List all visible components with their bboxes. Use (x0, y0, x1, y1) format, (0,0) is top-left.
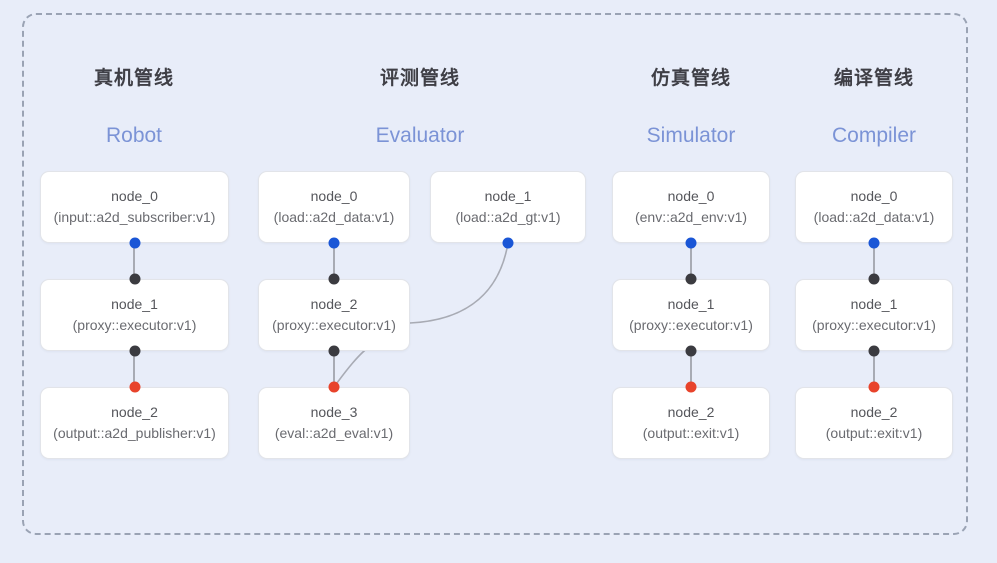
node-spec: (load::a2d_data:v1) (813, 208, 935, 225)
node-name: node_2 (667, 404, 715, 421)
edge-line (690, 243, 692, 279)
node-box[interactable]: node_2(proxy::executor:v1) (258, 279, 410, 351)
node-spec: (output::a2d_publisher:v1) (53, 424, 216, 441)
column-title-evaluator: 评测管线 (379, 68, 461, 89)
node-port-dot-blue[interactable] (502, 237, 514, 249)
node-name: node_2 (310, 296, 358, 313)
edge-line (133, 351, 135, 387)
node-spec: (proxy::executor:v1) (272, 316, 396, 333)
node-spec: (output::exit:v1) (642, 424, 740, 441)
column-subtitle-simulator: Simulator (646, 124, 736, 147)
node-spec: (proxy::executor:v1) (72, 316, 197, 333)
node-port-dot-dark[interactable] (868, 345, 880, 357)
node-name: node_0 (850, 188, 898, 205)
node-name: node_0 (111, 188, 158, 205)
node-port-dot-red[interactable] (868, 381, 880, 393)
node-name: node_0 (667, 188, 715, 205)
node-spec: (proxy::executor:v1) (812, 316, 936, 333)
column-title-simulator: 仿真管线 (650, 68, 732, 89)
node-name: node_1 (111, 296, 158, 313)
column-title-robot: 真机管线 (93, 68, 175, 89)
node-box[interactable]: node_0(load::a2d_data:v1) (795, 171, 953, 243)
pipeline-frame (22, 13, 968, 535)
node-box[interactable]: node_1(proxy::executor:v1) (795, 279, 953, 351)
node-box[interactable]: node_1(load::a2d_gt:v1) (430, 171, 586, 243)
node-port-dot-blue[interactable] (328, 237, 340, 249)
node-name: node_1 (850, 296, 898, 313)
node-name: node_2 (111, 404, 158, 421)
node-box[interactable]: node_3(eval::a2d_eval:v1) (258, 387, 410, 459)
node-port-dot-red[interactable] (328, 381, 340, 393)
node-box[interactable]: node_2(output::exit:v1) (612, 387, 770, 459)
node-port-dot-dark[interactable] (685, 273, 697, 285)
edge-line (873, 351, 875, 387)
node-spec: (load::a2d_gt:v1) (455, 208, 561, 225)
node-port-dot-blue[interactable] (685, 237, 697, 249)
node-spec: (input::a2d_subscriber:v1) (53, 208, 216, 225)
node-spec: (proxy::executor:v1) (629, 316, 753, 333)
node-box[interactable]: node_2(output::a2d_publisher:v1) (40, 387, 229, 459)
edge-line (133, 243, 135, 279)
edge-line (333, 351, 335, 387)
node-box[interactable]: node_2(output::exit:v1) (795, 387, 953, 459)
node-name: node_1 (667, 296, 715, 313)
column-title-compiler: 编译管线 (833, 68, 915, 89)
node-name: node_1 (484, 188, 532, 205)
node-name: node_2 (850, 404, 898, 421)
node-port-dot-red[interactable] (685, 381, 697, 393)
node-box[interactable]: node_0(env::a2d_env:v1) (612, 171, 770, 243)
node-port-dot-red[interactable] (129, 381, 140, 393)
column-subtitle-robot: Robot (105, 124, 163, 147)
node-port-dot-dark[interactable] (328, 345, 340, 357)
edge-line (873, 243, 875, 279)
node-port-dot-blue[interactable] (129, 237, 140, 249)
node-box[interactable]: node_0(load::a2d_data:v1) (258, 171, 410, 243)
node-spec: (env::a2d_env:v1) (634, 208, 748, 225)
node-box[interactable]: node_0(input::a2d_subscriber:v1) (40, 171, 229, 243)
column-subtitle-compiler: Compiler (831, 124, 917, 147)
node-port-dot-dark[interactable] (129, 345, 140, 357)
node-name: node_3 (310, 404, 358, 421)
node-port-dot-dark[interactable] (868, 273, 880, 285)
edge-line (690, 351, 692, 387)
node-box[interactable]: node_1(proxy::executor:v1) (612, 279, 770, 351)
node-spec: (load::a2d_data:v1) (273, 208, 395, 225)
node-box[interactable]: node_1(proxy::executor:v1) (40, 279, 229, 351)
node-name: node_0 (310, 188, 358, 205)
node-spec: (eval::a2d_eval:v1) (274, 424, 394, 441)
node-port-dot-dark[interactable] (129, 273, 140, 285)
node-port-dot-dark[interactable] (685, 345, 697, 357)
node-port-dot-dark[interactable] (328, 273, 340, 285)
node-port-dot-blue[interactable] (868, 237, 880, 249)
column-subtitle-evaluator: Evaluator (375, 124, 465, 147)
node-spec: (output::exit:v1) (825, 424, 923, 441)
edge-line (333, 243, 335, 279)
